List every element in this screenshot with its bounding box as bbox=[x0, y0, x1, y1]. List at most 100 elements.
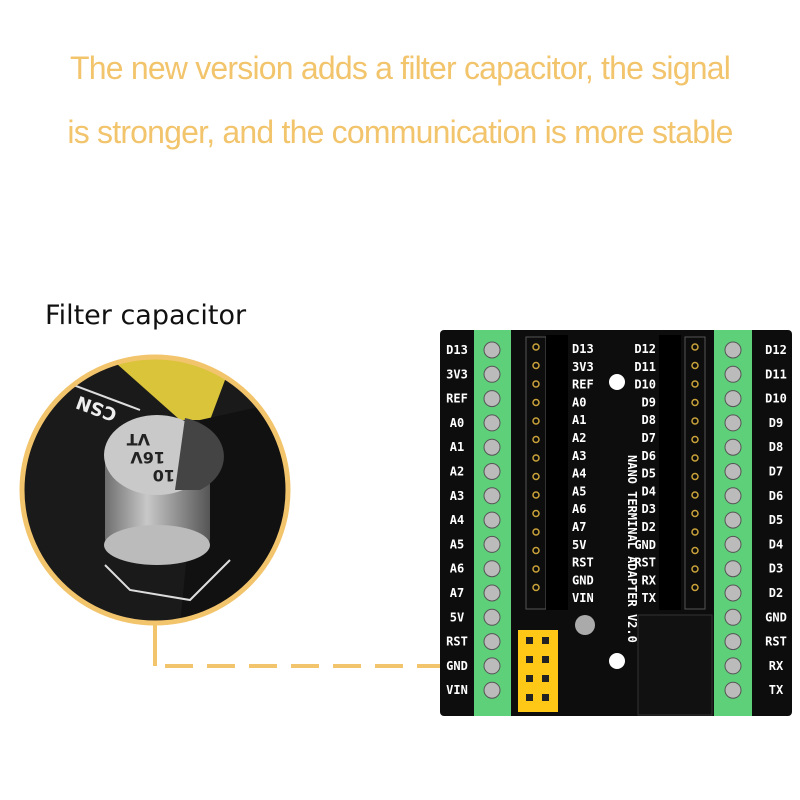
capacitor-marking-1: 10 bbox=[153, 466, 175, 485]
inner-right-label: TX bbox=[642, 591, 657, 605]
right-header-pin bbox=[691, 435, 699, 444]
right-terminal-screw[interactable] bbox=[724, 390, 742, 408]
left-terminal-screw[interactable] bbox=[483, 535, 501, 553]
inner-left-label: RST bbox=[572, 556, 594, 570]
inner-left-label: A6 bbox=[572, 502, 586, 516]
inner-right-label: D2 bbox=[642, 520, 656, 534]
mounting-hole-bottom bbox=[609, 653, 625, 669]
right-header-pin bbox=[691, 509, 699, 518]
left-header-pin bbox=[532, 398, 540, 407]
nrf-header-pin bbox=[526, 656, 533, 663]
nrf-header-pin bbox=[542, 656, 549, 663]
inner-right-label: D7 bbox=[642, 431, 656, 445]
inner-right-label: D10 bbox=[634, 378, 656, 392]
left-terminal-label: REF bbox=[446, 392, 468, 406]
left-terminal-screw[interactable] bbox=[483, 584, 501, 602]
right-terminal-label: D7 bbox=[769, 465, 783, 479]
right-terminal-screw[interactable] bbox=[724, 438, 742, 456]
left-terminal-screw[interactable] bbox=[483, 608, 501, 626]
right-terminal-label: D2 bbox=[769, 586, 783, 600]
headline-line-1: The new version adds a filter capacitor,… bbox=[69, 50, 731, 86]
left-terminal-label: RST bbox=[446, 635, 468, 649]
right-terminal-label: RST bbox=[765, 635, 787, 649]
inner-right-label: D6 bbox=[642, 449, 656, 463]
right-terminal-screw[interactable] bbox=[724, 463, 742, 480]
left-terminal-label: A1 bbox=[450, 440, 464, 454]
left-terminal-screw[interactable] bbox=[483, 414, 501, 432]
right-terminal-label: D3 bbox=[769, 562, 783, 576]
left-terminal-label: A5 bbox=[450, 537, 464, 551]
right-terminal-label: D8 bbox=[769, 440, 783, 454]
left-terminal-label: 5V bbox=[450, 610, 464, 624]
right-terminal-label: D11 bbox=[765, 367, 787, 381]
inner-right-label: D8 bbox=[642, 413, 656, 427]
left-terminal-screw[interactable] bbox=[483, 681, 501, 699]
left-header-pin bbox=[532, 528, 540, 536]
left-terminal-screw[interactable] bbox=[483, 365, 501, 383]
inner-left-label: REF bbox=[572, 378, 594, 392]
right-terminal-screw[interactable] bbox=[724, 414, 742, 432]
nrf-header-pin bbox=[526, 694, 533, 701]
inner-left-label: A2 bbox=[572, 431, 586, 445]
dc-jack bbox=[637, 614, 713, 716]
right-terminal-screw[interactable] bbox=[724, 681, 742, 699]
right-terminal-screw[interactable] bbox=[724, 633, 742, 651]
left-terminal-screw[interactable] bbox=[483, 511, 501, 529]
inner-left-label: A5 bbox=[572, 484, 586, 498]
nrf-header-pin bbox=[542, 694, 549, 701]
left-terminal-screw[interactable] bbox=[483, 487, 501, 505]
inner-left-label: 3V3 bbox=[572, 360, 594, 374]
inner-right-label: GND bbox=[634, 538, 656, 552]
left-terminal-label: A4 bbox=[450, 513, 464, 527]
inner-left-label: A1 bbox=[572, 413, 586, 427]
left-terminal-screw[interactable] bbox=[483, 438, 501, 456]
nrf-header bbox=[518, 630, 558, 712]
left-header-pin bbox=[532, 509, 540, 518]
left-header-pin bbox=[532, 435, 540, 444]
right-terminal-screw[interactable] bbox=[724, 365, 742, 383]
right-terminal-screw[interactable] bbox=[724, 657, 742, 675]
right-header-pin bbox=[691, 491, 699, 499]
left-terminal-screw[interactable] bbox=[483, 560, 501, 578]
inner-left-label: A0 bbox=[572, 395, 586, 409]
right-header-pin bbox=[691, 565, 699, 573]
right-header-pin bbox=[691, 361, 699, 370]
board-title: NANO TERMINAL ADAPTER V2.0 bbox=[625, 455, 639, 643]
nrf-header-pin bbox=[542, 637, 549, 644]
left-terminal-screw[interactable] bbox=[483, 341, 501, 359]
right-header-pin bbox=[691, 417, 699, 425]
right-header-pin bbox=[691, 472, 699, 481]
left-terminal-label: 3V3 bbox=[446, 367, 468, 381]
right-terminal-screw[interactable] bbox=[724, 487, 742, 505]
capacitor-marking-3: VT bbox=[127, 430, 150, 449]
right-header-pin bbox=[691, 380, 699, 388]
left-terminal-screw[interactable] bbox=[483, 390, 501, 408]
right-terminal-screw[interactable] bbox=[724, 608, 742, 626]
right-terminal-label: D6 bbox=[769, 489, 783, 503]
left-terminal-screw[interactable] bbox=[483, 657, 501, 675]
left-terminal-label: A0 bbox=[450, 416, 464, 430]
right-terminal-label: D9 bbox=[769, 416, 783, 430]
left-header-pin bbox=[532, 583, 540, 592]
right-header-outline bbox=[684, 336, 706, 610]
left-terminal-label: GND bbox=[446, 659, 468, 673]
right-header-pin bbox=[691, 398, 699, 407]
right-terminal-screw[interactable] bbox=[724, 560, 742, 578]
left-terminal-screw[interactable] bbox=[483, 633, 501, 651]
right-header-pin bbox=[691, 454, 699, 462]
left-terminal-screw[interactable] bbox=[483, 463, 501, 480]
nrf-header-pin bbox=[526, 675, 533, 682]
left-header-pin bbox=[532, 380, 540, 388]
inner-right-label: D9 bbox=[642, 395, 656, 409]
inner-right-label: D11 bbox=[634, 360, 656, 374]
right-terminal-screw[interactable] bbox=[724, 535, 742, 553]
left-header-pin bbox=[532, 491, 540, 499]
left-header-pin bbox=[532, 343, 540, 351]
right-terminal-screw[interactable] bbox=[724, 511, 742, 529]
left-terminal-label: A7 bbox=[450, 586, 464, 600]
right-terminal-screw[interactable] bbox=[724, 341, 742, 359]
left-terminal-label: VIN bbox=[446, 683, 468, 697]
left-header-pin bbox=[532, 417, 540, 425]
right-terminal-screw[interactable] bbox=[724, 584, 742, 602]
inner-right-label: RX bbox=[642, 573, 657, 587]
